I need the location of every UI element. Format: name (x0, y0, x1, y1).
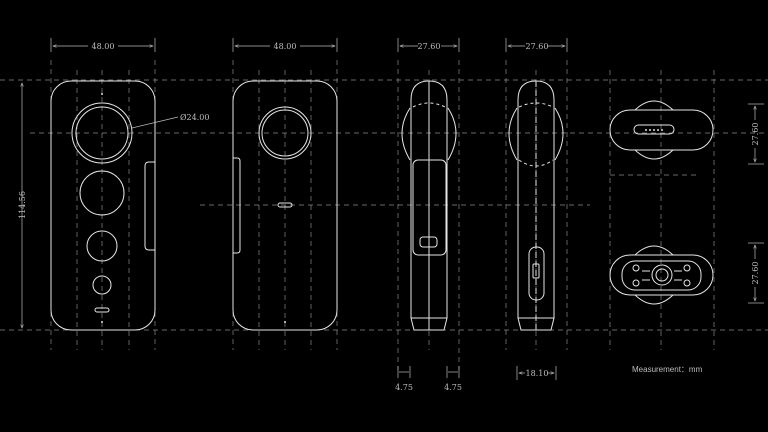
side-left-depth-dimension: 27.60 (397, 38, 460, 52)
bump-dimensions: 4.75 4.75 (395, 366, 462, 392)
svg-text:4.75: 4.75 (395, 383, 413, 392)
back-width-dimension: 48.00 (232, 38, 338, 52)
front-width-dimension: 48.00 (50, 38, 156, 52)
side-view-left (401, 80, 457, 331)
side-view-right (508, 80, 564, 331)
svg-text:48.00: 48.00 (92, 42, 115, 51)
svg-text:4.75: 4.75 (444, 383, 462, 392)
svg-text:18.10: 18.10 (526, 369, 549, 378)
svg-text:114.56: 114.56 (18, 191, 27, 219)
port-width-dimension: 18.10 (516, 366, 557, 380)
side-right-depth-dimension: 27.60 (505, 38, 568, 52)
back-view (232, 80, 338, 331)
svg-text:48.00: 48.00 (274, 42, 297, 51)
top-view (609, 100, 714, 160)
front-view: Ø24.00 (50, 80, 209, 331)
bottom-view-depth-dimension: 27.60 (748, 242, 764, 304)
svg-text:27.60: 27.60 (751, 262, 760, 285)
top-view-depth-dimension: 27.60 (748, 103, 764, 165)
svg-text:27.60: 27.60 (418, 42, 441, 51)
height-dimension: 114.56 (18, 83, 27, 328)
svg-text:27.60: 27.60 (526, 42, 549, 51)
bottom-view (609, 245, 714, 305)
units-note: Measurement：mm (632, 365, 703, 374)
lens-diameter-label: Ø24.00 (180, 113, 209, 122)
svg-text:27.60: 27.60 (751, 123, 760, 146)
